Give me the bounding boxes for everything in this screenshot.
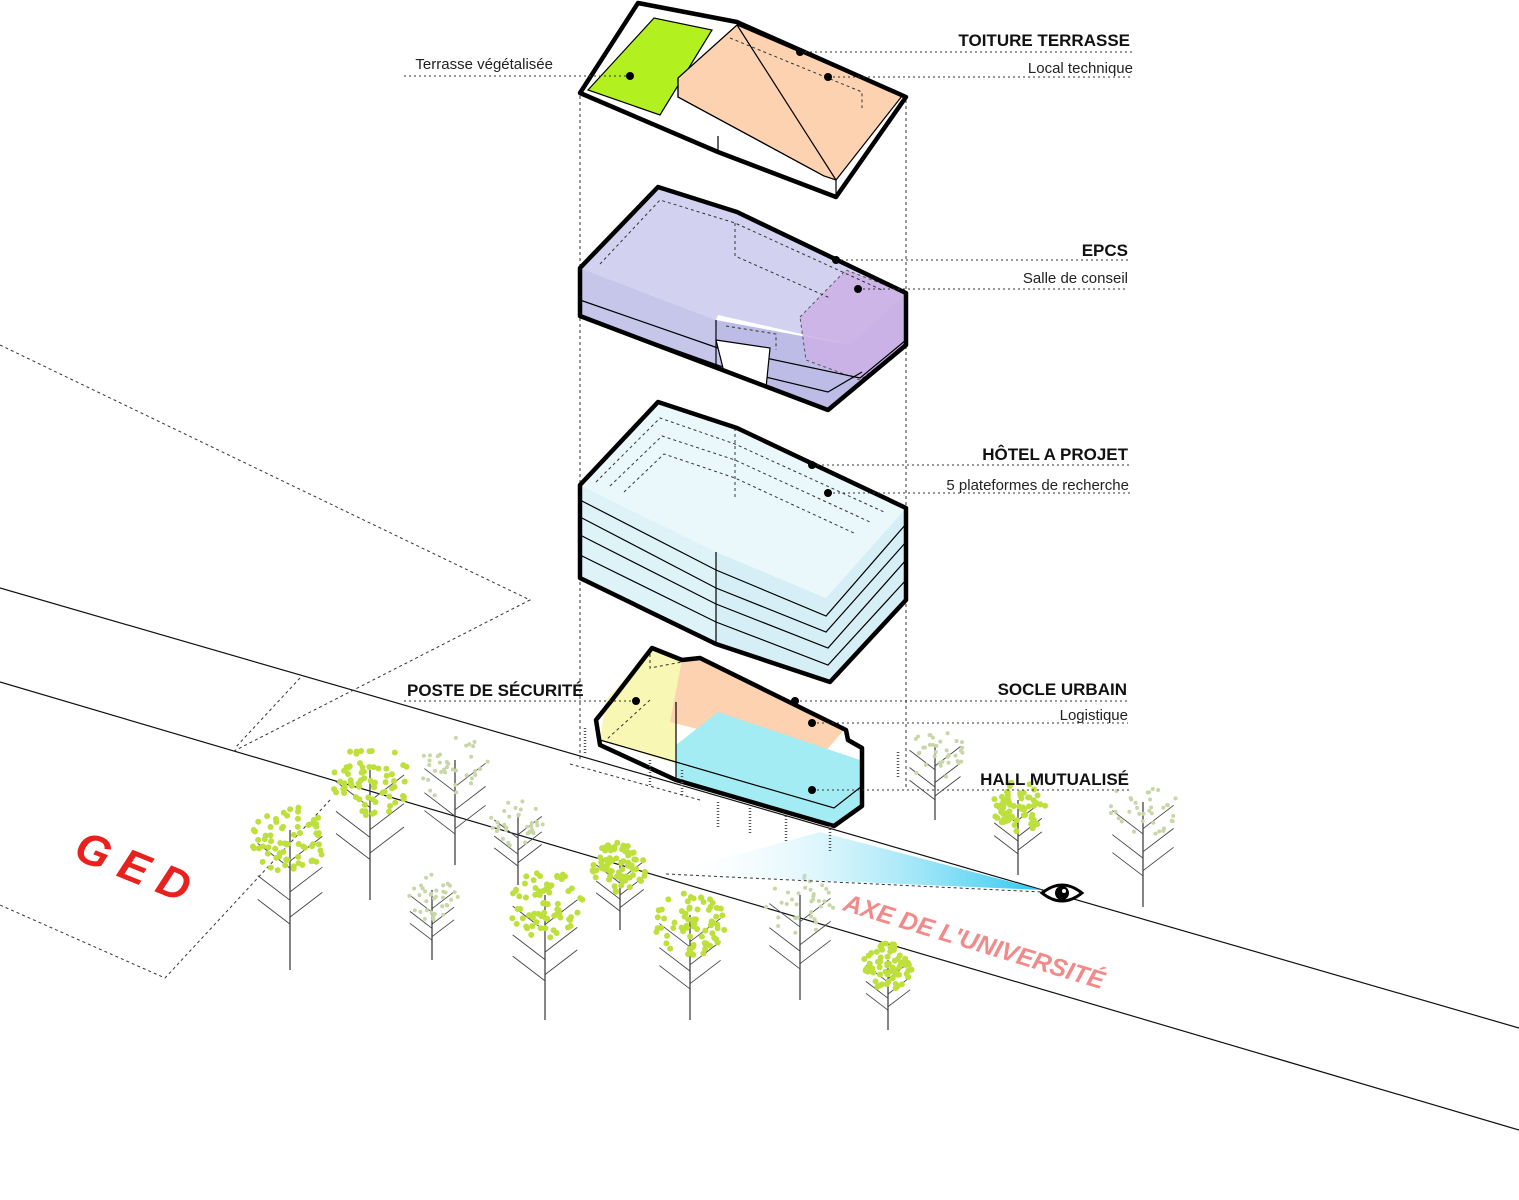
tree-icon bbox=[589, 839, 648, 930]
tree-icon bbox=[861, 940, 915, 1030]
label-toiture-terrasse: TOITURE TERRASSE bbox=[958, 31, 1130, 50]
tree-icon bbox=[991, 779, 1049, 875]
tree-icon bbox=[653, 890, 728, 1020]
label-terrasse-vegetalisee: Terrasse végétalisée bbox=[415, 56, 553, 73]
label-logistique: Logistique bbox=[1060, 707, 1128, 724]
roof-level bbox=[577, 0, 909, 200]
hotel-side-right bbox=[716, 508, 906, 682]
pilotis bbox=[583, 728, 900, 852]
label-epcs: EPCS bbox=[1082, 241, 1128, 260]
tree-icon bbox=[764, 873, 836, 1000]
tree-icon bbox=[1108, 786, 1178, 907]
label-socle-urbain: SOCLE URBAIN bbox=[998, 680, 1127, 699]
label-salle-de-conseil: Salle de conseil bbox=[1023, 270, 1128, 287]
tree-icon bbox=[407, 872, 460, 960]
tree-icon bbox=[909, 731, 965, 820]
tree-icon bbox=[509, 870, 586, 1020]
epcs-level bbox=[577, 184, 909, 413]
label-hotel-a-projet: HÔTEL A PROJET bbox=[982, 445, 1128, 464]
epcs-entrance bbox=[715, 339, 771, 389]
local-technique-top bbox=[677, 24, 903, 181]
stack-guides bbox=[579, 96, 907, 790]
poste-de-securite bbox=[600, 648, 682, 764]
road-edge-south bbox=[0, 681, 1519, 1131]
label-local-technique: Local technique bbox=[1028, 60, 1133, 77]
label-hall-mutualise: HALL MUTUALISÉ bbox=[980, 770, 1129, 789]
label-poste-de-securite: POSTE DE SÉCURITÉ bbox=[407, 681, 584, 700]
eye-icon bbox=[1039, 883, 1085, 903]
road-edge-north bbox=[0, 587, 1519, 1029]
ged-label: G E D bbox=[68, 822, 197, 912]
hotel-level bbox=[577, 399, 909, 685]
ged-plot-divider bbox=[234, 677, 301, 749]
terrasse-vegetalisee bbox=[586, 17, 713, 116]
annotations: TOITURE TERRASSE Local technique Terrass… bbox=[404, 31, 1133, 794]
socle-level bbox=[569, 645, 900, 852]
view-line bbox=[665, 873, 1043, 893]
hotel-side-left bbox=[580, 485, 716, 644]
label-plateformes: 5 plateformes de recherche bbox=[946, 477, 1129, 494]
hall-mutualise bbox=[676, 712, 860, 826]
ged-plot-outline bbox=[0, 344, 532, 753]
view-cone bbox=[666, 832, 1042, 890]
hotel-top bbox=[580, 402, 906, 598]
tree-icon bbox=[331, 747, 410, 900]
tree-icon bbox=[421, 735, 490, 865]
tree-icon bbox=[489, 799, 545, 885]
logistique bbox=[670, 658, 844, 760]
tree-icon bbox=[249, 804, 325, 970]
epcs-side-left bbox=[580, 268, 720, 366]
